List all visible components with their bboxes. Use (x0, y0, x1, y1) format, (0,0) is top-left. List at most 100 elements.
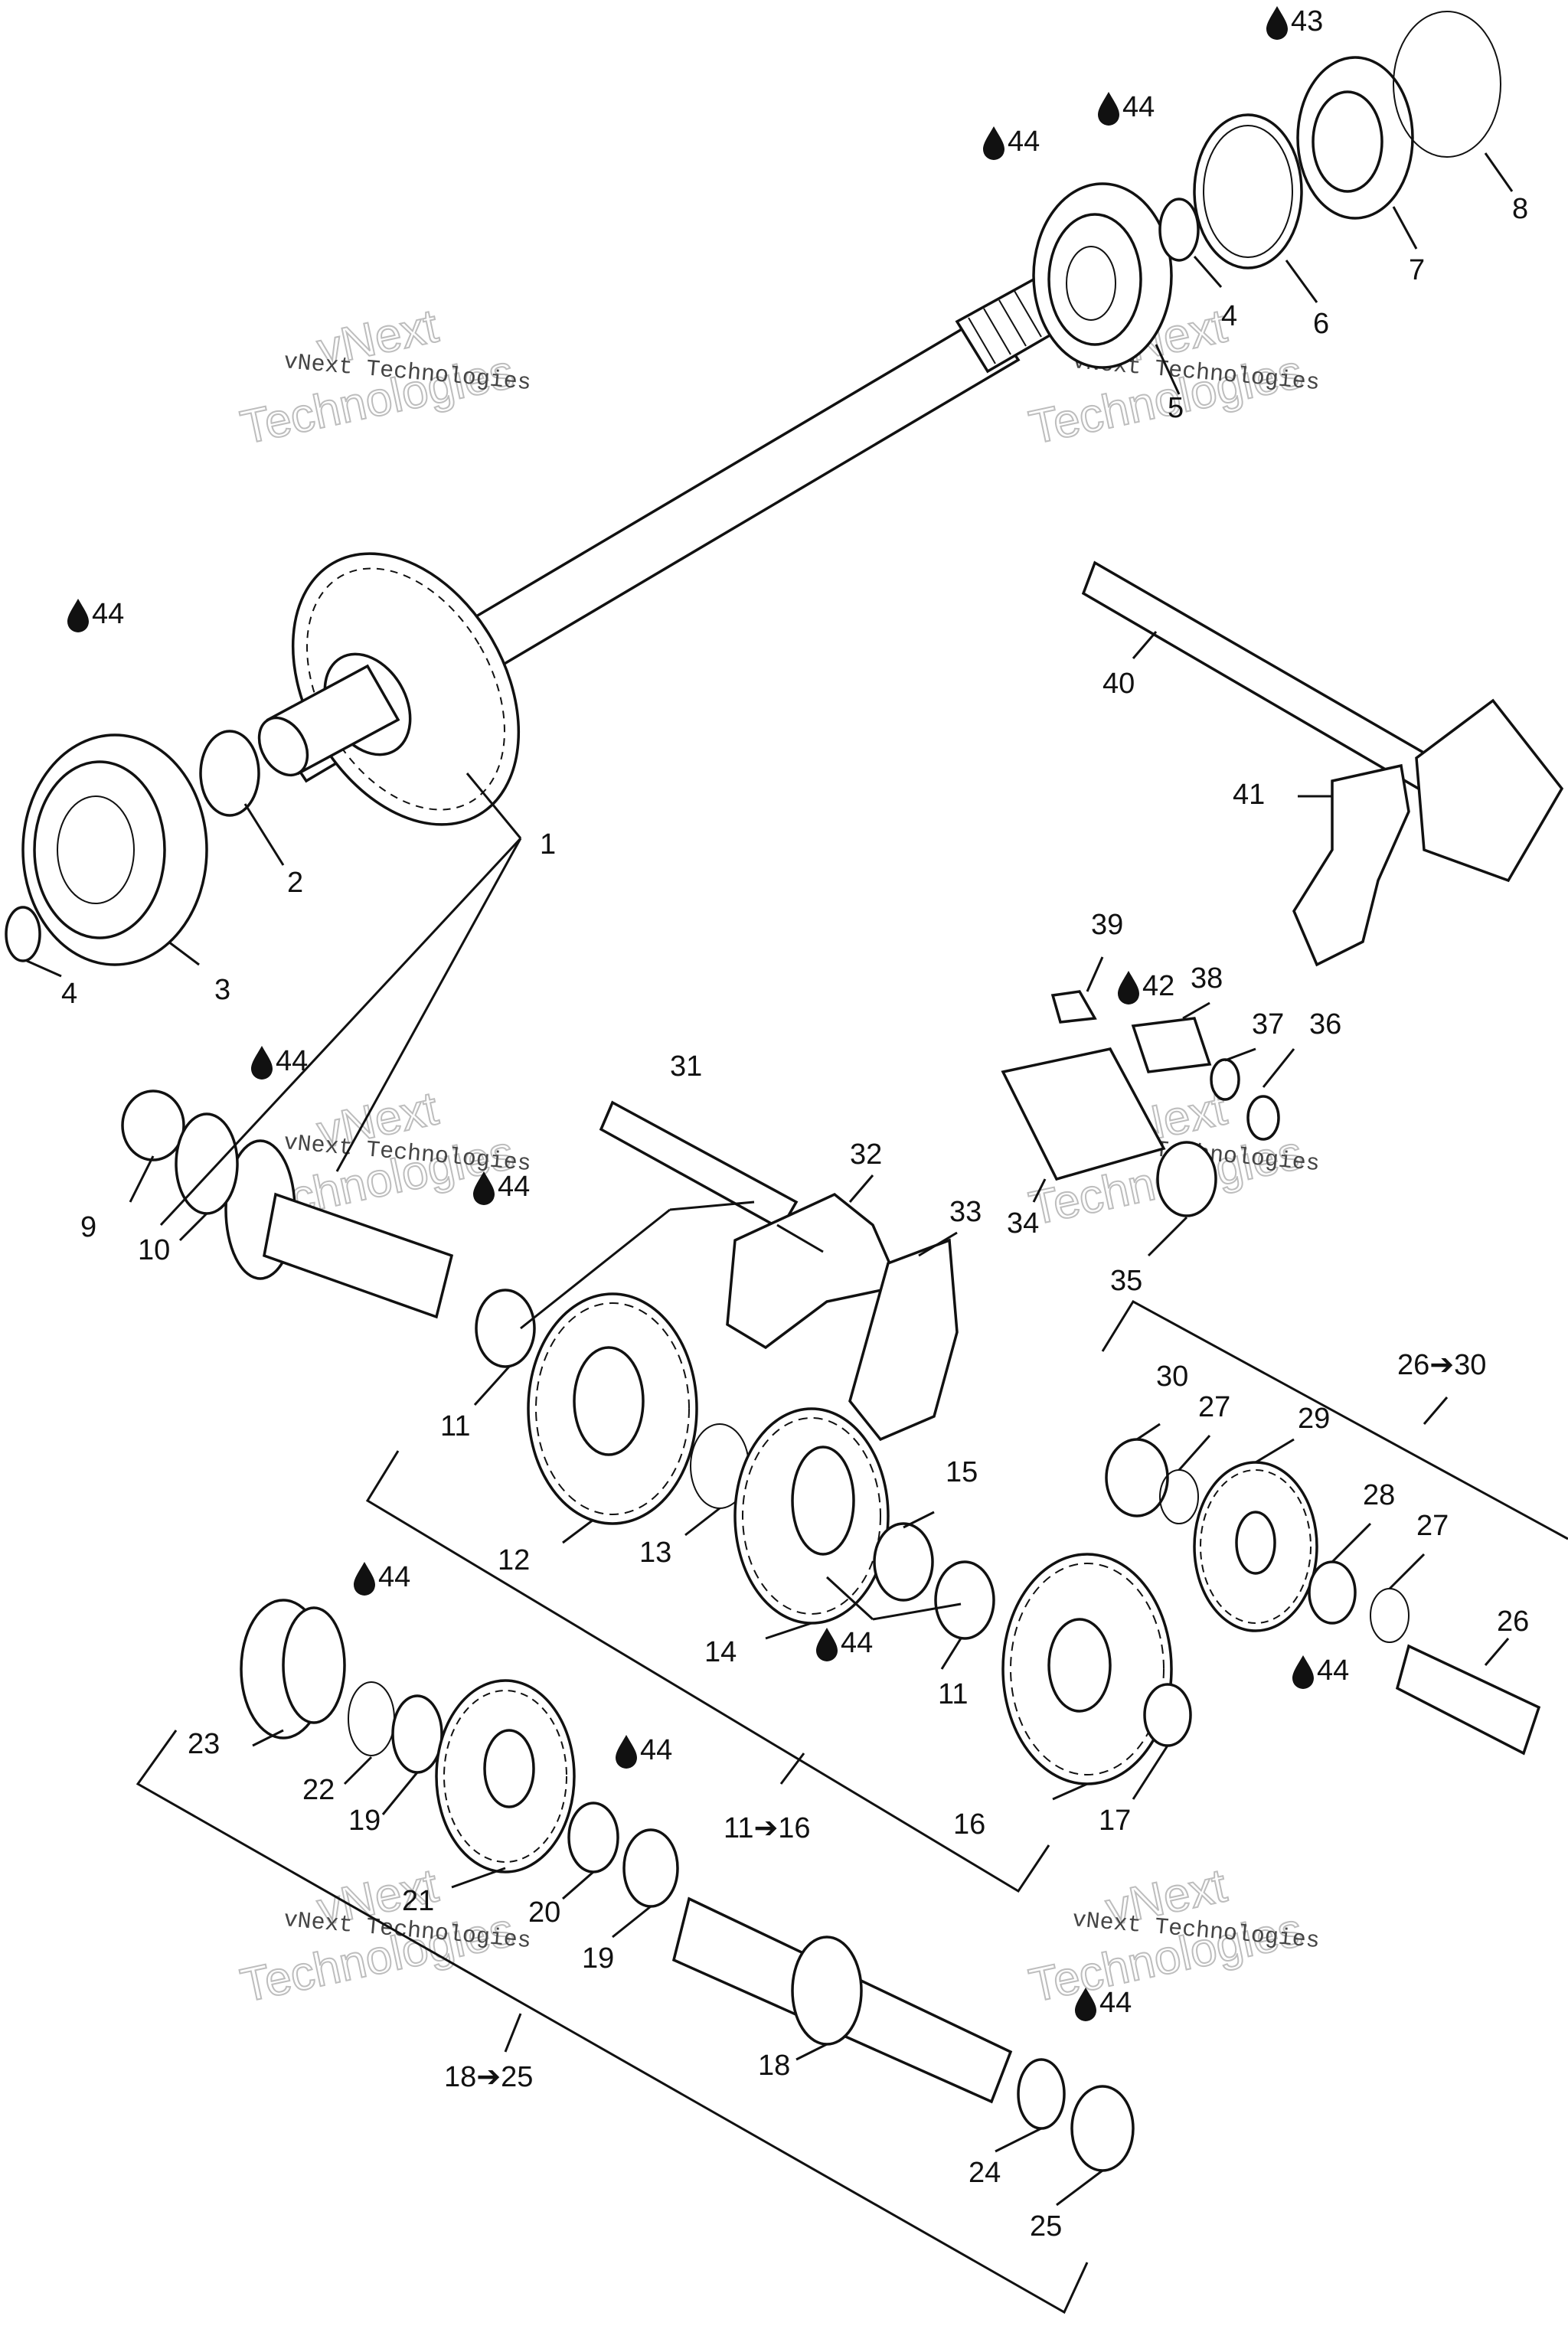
oil-drop-icon (1292, 1655, 1314, 1689)
crown-gear (291, 552, 521, 826)
callout-19-a: 19 (348, 1805, 381, 1837)
callout-39: 39 (1091, 909, 1123, 941)
lube-label: 42 (1142, 970, 1174, 1002)
gear-12 (527, 1292, 698, 1525)
group-bracket-18-25 (136, 1730, 1089, 2314)
o-ring-4-right (1158, 198, 1200, 262)
callout-29: 29 (1298, 1403, 1330, 1435)
lube-42: 42 (1118, 970, 1174, 1004)
callout-27-a: 27 (1198, 1391, 1230, 1423)
callout-26: 26 (1497, 1606, 1529, 1638)
gear-29 (1193, 1461, 1318, 1632)
ring-6-inner (1203, 125, 1293, 258)
callout-5: 5 (1168, 392, 1184, 424)
gear-21-bore (483, 1729, 535, 1808)
fork-rod-31 (599, 1100, 799, 1231)
callout-9: 9 (80, 1211, 96, 1243)
circlip-8 (1393, 11, 1501, 158)
oil-drop-icon (473, 1171, 495, 1205)
gear-16-bore (1047, 1618, 1112, 1713)
callout-6: 6 (1313, 308, 1329, 340)
bearing-3-bore (57, 795, 135, 904)
gear-16-teeth (1010, 1563, 1165, 1775)
crown-gear-disc (291, 552, 521, 826)
ring-6 (1193, 113, 1303, 270)
shift-fork-32 (726, 1192, 902, 1350)
watermark-top-left: vNext Technologies vNext Technologies (236, 299, 532, 455)
seal-7-inner (1312, 90, 1383, 193)
shift-fork-33 (848, 1238, 959, 1442)
callout-41: 41 (1233, 779, 1265, 811)
lube-44-mid-bearing: 44 (473, 1171, 530, 1205)
callout-28: 28 (1363, 1479, 1395, 1511)
oil-drop-icon (1118, 971, 1139, 1004)
callout-38: 38 (1191, 962, 1223, 995)
callout-4-left: 4 (61, 978, 77, 1010)
washer-27-b (1370, 1588, 1410, 1643)
callout-33: 33 (949, 1196, 982, 1228)
group-labels: 26➔30 11➔16 18➔25 (444, 1349, 1486, 2093)
drive-pinion (224, 1139, 454, 1319)
spline-teeth (968, 290, 1042, 364)
callout-11-b: 11 (938, 1678, 968, 1710)
screw-39 (1050, 990, 1097, 1024)
left-bearing (21, 733, 208, 966)
callout-14: 14 (704, 1636, 737, 1668)
oil-drop-icon (354, 1562, 375, 1596)
shift-drum-34 (1001, 1047, 1166, 1181)
lube-label: 44 (1008, 126, 1040, 158)
oil-drop-icon (251, 1046, 273, 1080)
lube-44-mid-needle: 44 (816, 1627, 873, 1661)
group-label-11-16: 11➔16 (724, 1812, 811, 1844)
gear-14-bore (791, 1446, 855, 1556)
lube-43: 43 (1266, 5, 1323, 40)
washer-17 (1143, 1683, 1192, 1747)
callout-labels: 1 2 3 4 4 5 6 7 8 9 10 11 11 12 13 14 15… (61, 193, 1529, 2243)
shaft-26 (1395, 1644, 1541, 1756)
bearing-5-bore (1066, 246, 1116, 321)
bushing-30 (1105, 1438, 1169, 1517)
o-ring-4-left (5, 906, 41, 962)
right-bearing (1032, 182, 1173, 369)
washer-9 (121, 1089, 185, 1161)
gear-16 (1001, 1553, 1173, 1785)
needle-bearing-20 (567, 1802, 619, 1873)
callout-22: 22 (302, 1774, 335, 1806)
callout-13: 13 (639, 1537, 671, 1569)
callout-37: 37 (1252, 1008, 1284, 1040)
washer-2 (199, 730, 260, 817)
callout-36: 36 (1309, 1008, 1341, 1040)
callout-40: 40 (1102, 668, 1135, 700)
washer-27-a (1159, 1469, 1199, 1524)
callout-27-b: 27 (1416, 1510, 1449, 1542)
index-disc-35 (1156, 1141, 1217, 1217)
callout-7: 7 (1409, 254, 1425, 286)
group-bracket-26-30 (1101, 1300, 1568, 1540)
gear-21-teeth (443, 1690, 567, 1863)
callout-35: 35 (1110, 1265, 1142, 1297)
lube-44-left-bearing: 44 (67, 598, 124, 632)
callout-12: 12 (498, 1544, 530, 1576)
gear-14-teeth (742, 1417, 881, 1615)
group-label-26-30: 26➔30 (1397, 1349, 1486, 1381)
lubricant-markers: 43 44 44 44 44 44 44 44 (67, 5, 1349, 2021)
callout-2: 2 (287, 867, 303, 899)
stopper-arm-38 (1131, 1017, 1212, 1073)
washer-19-b (622, 1828, 679, 1908)
lube-44-top-small: 44 (1098, 91, 1155, 126)
callout-32: 32 (850, 1138, 882, 1171)
lube-44-top-bearing: 44 (983, 126, 1040, 160)
gear-23 (240, 1599, 346, 1740)
needle-bearing-11-a (475, 1289, 536, 1368)
lube-label: 44 (498, 1171, 530, 1203)
watermark-bottom-left: vNext Technologies vNext Technologies (236, 1858, 532, 2013)
gear-29-teeth (1200, 1469, 1312, 1624)
washer-15 (873, 1522, 934, 1602)
gear-14 (733, 1407, 890, 1625)
stub-end (257, 716, 309, 777)
callout-23: 23 (188, 1728, 220, 1760)
lube-44-lower-needle: 44 (616, 1734, 672, 1769)
callout-20: 20 (528, 1896, 560, 1929)
spring-36 (1246, 1095, 1280, 1141)
oil-drop-icon (616, 1735, 637, 1769)
